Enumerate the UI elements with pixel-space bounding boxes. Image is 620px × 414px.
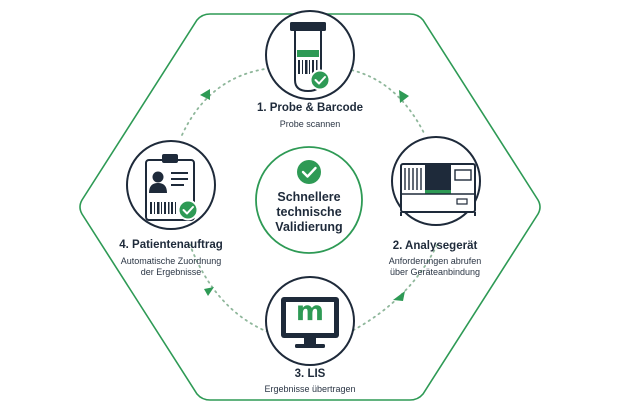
step-2-desc-line-1: Anforderungen abrufen [388, 256, 482, 266]
arrow-2-to-3 [393, 291, 405, 301]
lis-logo-letter: m [295, 296, 325, 327]
arrow-4-to-1 [200, 89, 210, 100]
step-2-title: 2. Analysegerät [392, 240, 478, 252]
step-1-title: 1. Probe & Barcode [256, 102, 364, 114]
arrow-1-to-2 [399, 90, 409, 103]
center-label-line-2: technische [276, 205, 342, 219]
step-4-title: 4. Patientenauftrag [119, 239, 223, 251]
step-3-desc-line-1: Ergebnisse übertragen [264, 384, 356, 394]
hexagon-outline [79, 13, 541, 401]
step-2-desc-line-2: über Geräteanbindung [389, 267, 481, 277]
check-circle-icon [297, 160, 321, 184]
center-circle [255, 146, 363, 254]
step-4-desc-line-2: der Ergebnisse [140, 267, 202, 277]
monitor-lis-icon [265, 276, 355, 366]
step-3-title: 3. LIS [294, 368, 326, 380]
test-tube-barcode-icon [265, 10, 355, 100]
cycle-arrowheads [200, 89, 409, 301]
center-label-line-1: Schnellere [277, 190, 341, 204]
patient-clipboard-icon [126, 140, 216, 230]
center-label-line-3: Validierung [275, 220, 343, 234]
step-4-desc-line-1: Automatische Zuordnung [120, 256, 222, 266]
lab-analyzer-icon [391, 136, 481, 226]
arrow-3-to-4 [204, 287, 214, 296]
step-1-desc-line-1: Probe scannen [279, 119, 341, 129]
